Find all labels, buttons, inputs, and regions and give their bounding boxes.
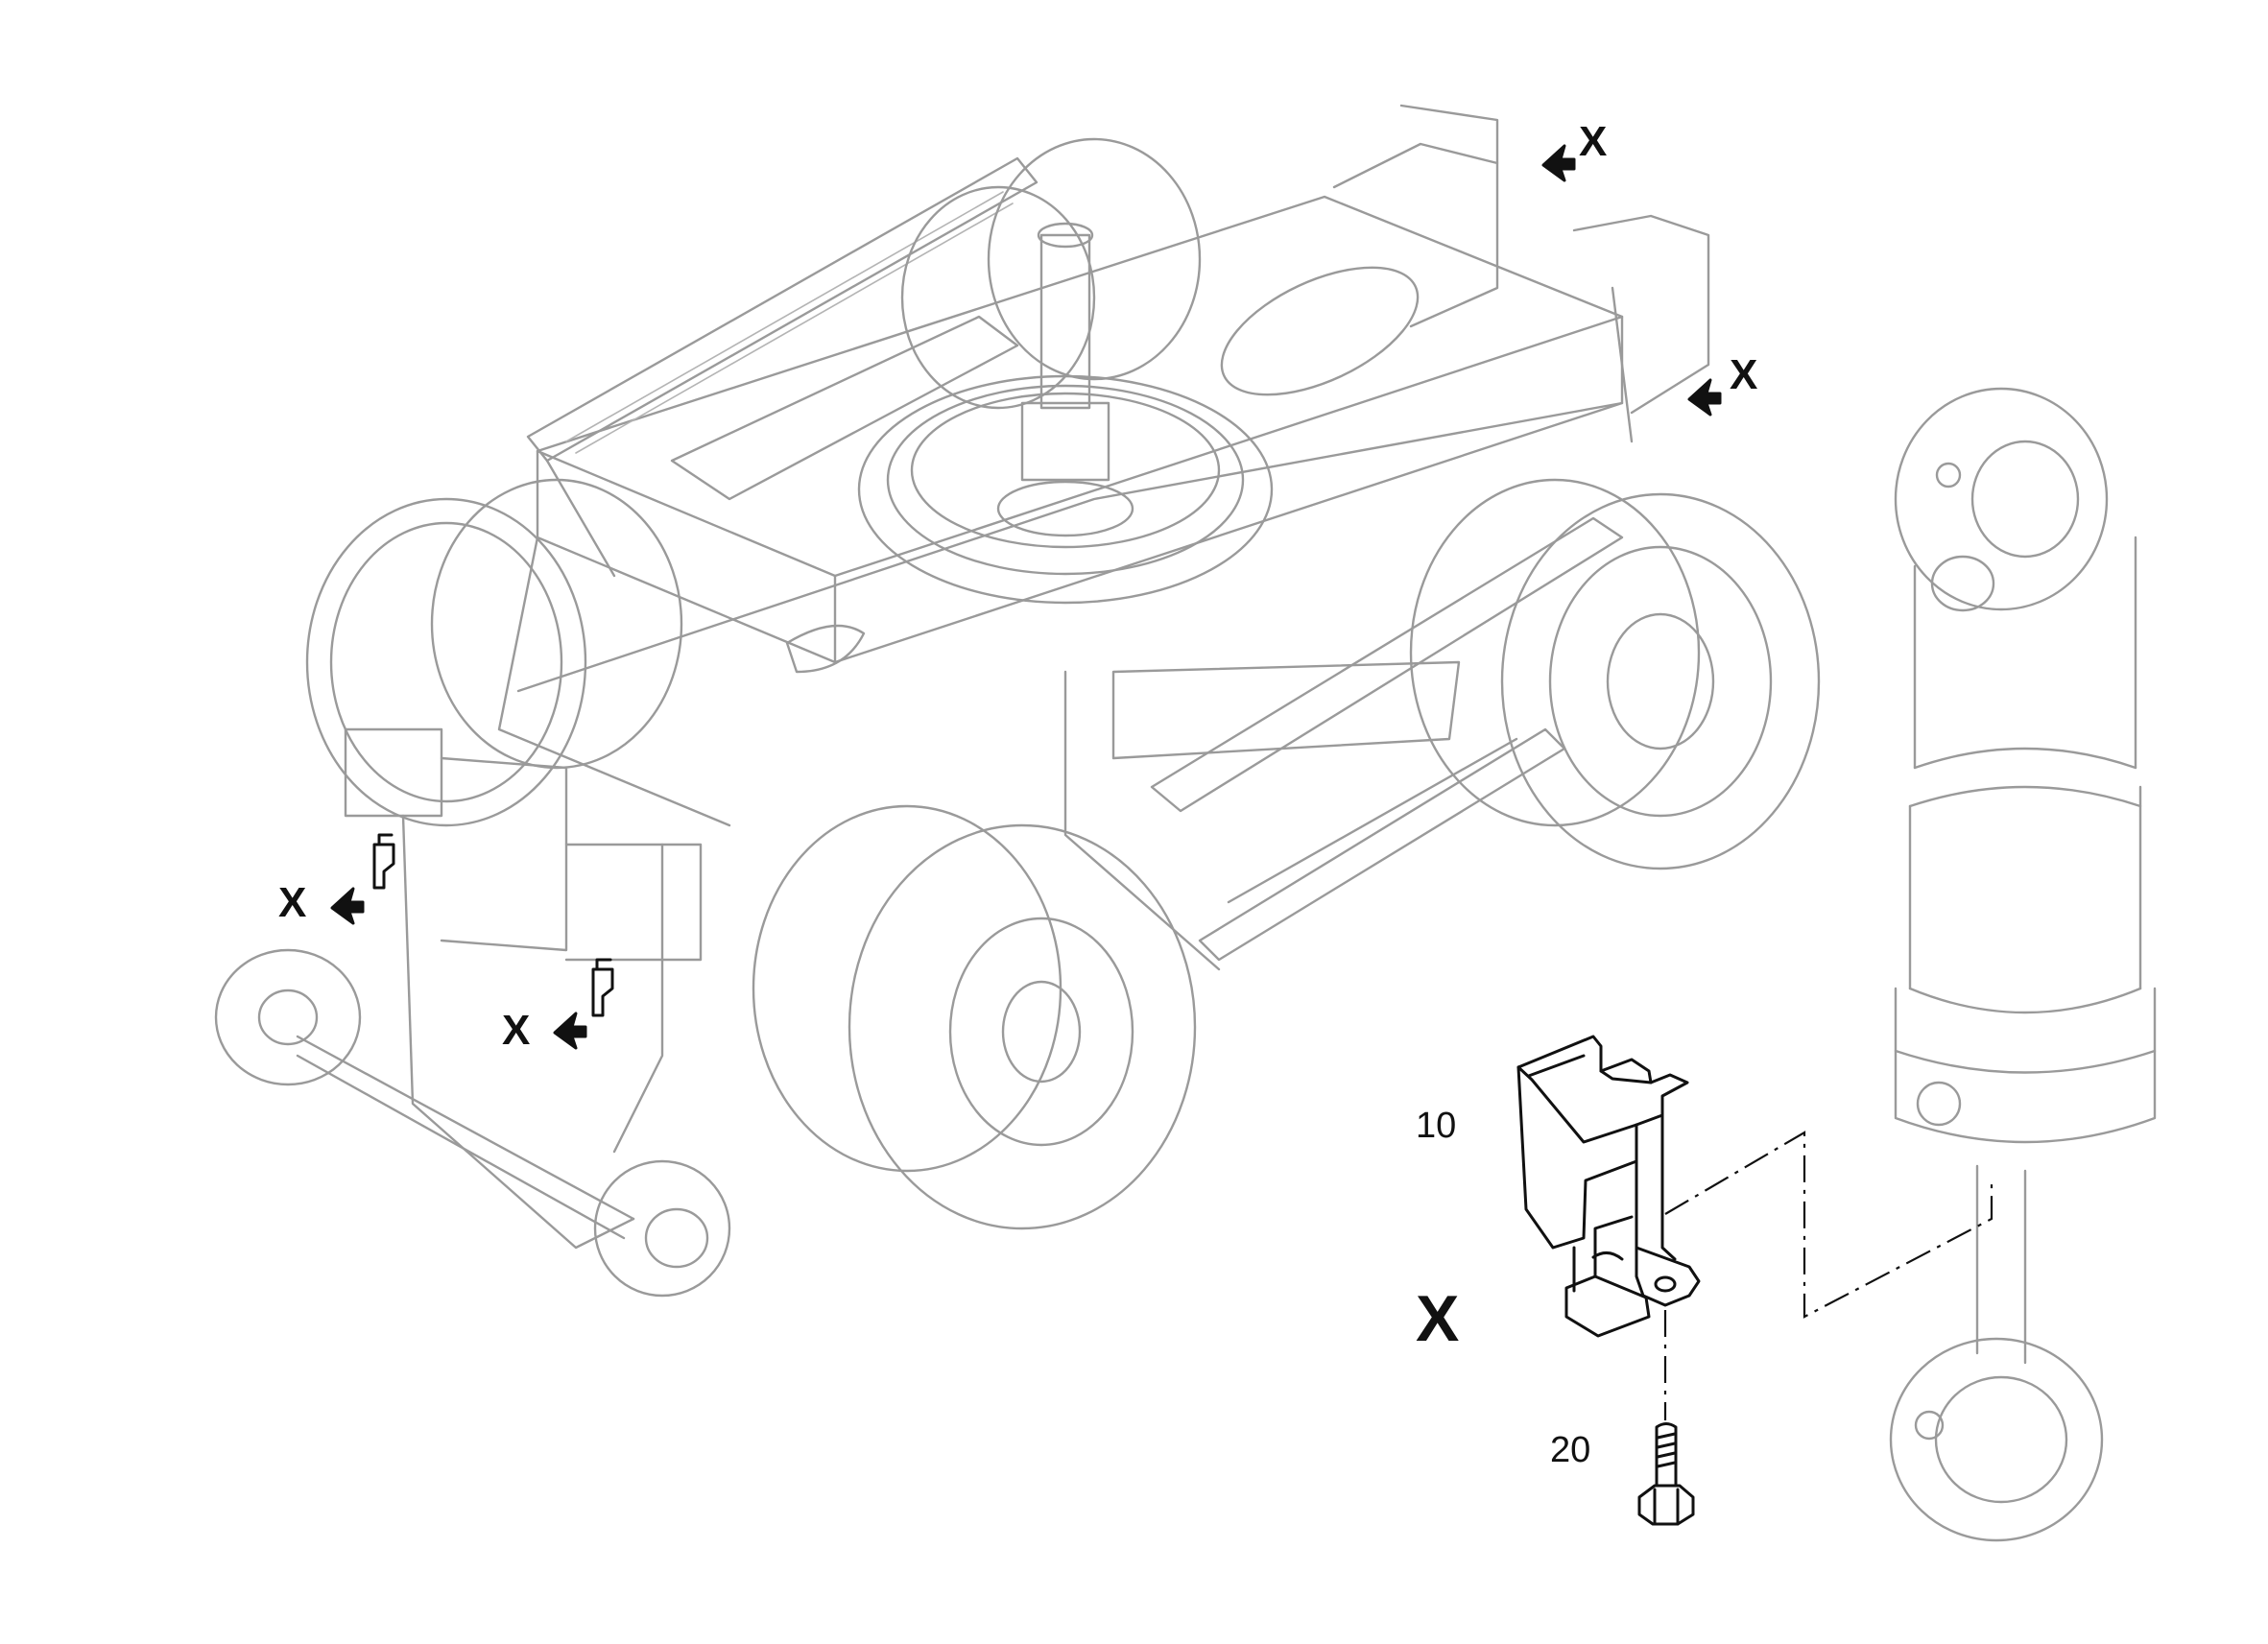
x-marker-top: X xyxy=(1541,118,1607,182)
bolt-part-20 xyxy=(1637,1422,1695,1526)
x-marker-top-label: X xyxy=(1579,118,1607,165)
towing-dolly xyxy=(214,727,731,1298)
stairway-front-right xyxy=(1063,516,1624,971)
hydraulic-cylinder xyxy=(1889,387,2157,1542)
x-marker-right-label: X xyxy=(1730,351,1757,398)
wheel-front-right-outer xyxy=(1500,492,1821,870)
carrier-chassis xyxy=(497,195,1624,827)
callout-part-20: 20 xyxy=(1550,1430,1590,1470)
x-marker-detail: X xyxy=(1416,1282,1459,1355)
wheel-rear-left-outer xyxy=(305,497,587,827)
wheel-rear-right xyxy=(900,137,1202,410)
clip-location-center xyxy=(591,958,614,1017)
callout-part-10: 10 xyxy=(1416,1106,1456,1146)
clip-location-left xyxy=(372,833,395,890)
wheel-front-left-inner xyxy=(752,804,1062,1173)
clip-bracket-part-10 xyxy=(1516,1035,1701,1338)
x-marker-left: X xyxy=(278,879,365,926)
assembly-leader-lines xyxy=(1663,1131,1993,1420)
x-marker-right: X xyxy=(1687,351,1757,417)
x-marker-center: X xyxy=(502,1007,587,1054)
stairway-rear-left xyxy=(526,156,1039,578)
rear-mount-brackets xyxy=(1332,104,1710,443)
x-marker-left-label: X xyxy=(278,879,306,926)
x-marker-center-label: X xyxy=(502,1007,530,1054)
wheel-front-left-outer xyxy=(848,823,1197,1230)
wheel-front-right-inner xyxy=(1409,478,1701,827)
